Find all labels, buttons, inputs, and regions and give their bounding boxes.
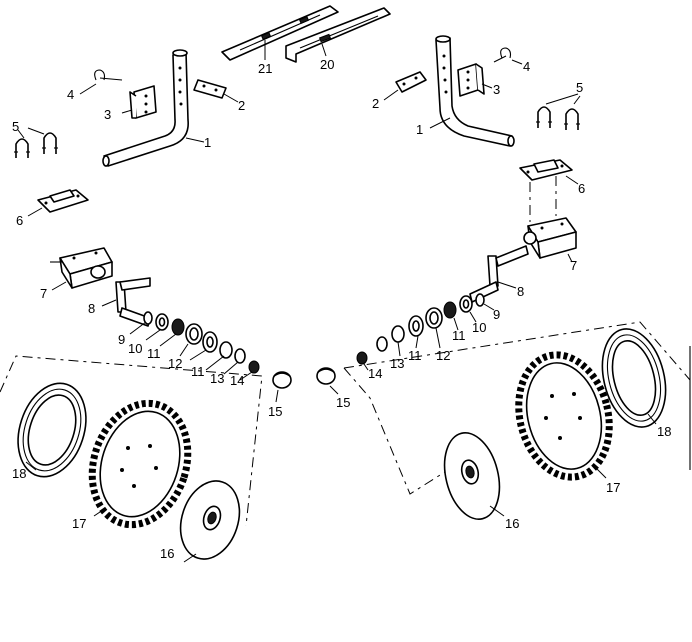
left-callout-2: 2 [238, 98, 245, 113]
right-callout-15: 15 [336, 395, 350, 410]
right-callout-13: 13 [390, 356, 404, 371]
bar-21 [221, 5, 339, 61]
right-callout-3: 3 [493, 82, 500, 97]
right-clamp-6 [519, 159, 579, 222]
left-callout-9: 9 [118, 332, 125, 347]
left-wheel-17 [88, 399, 192, 529]
left-assembly-line [0, 355, 263, 527]
left-disc-16 [179, 480, 241, 563]
right-callout-7: 7 [570, 258, 577, 273]
left-callout-1: 1 [204, 135, 211, 150]
left-clamp-6 [27, 189, 89, 217]
bar-20 [285, 7, 391, 63]
left-callout-6: 6 [16, 213, 23, 228]
right-plate-2 [383, 71, 427, 101]
right-disc-16 [443, 432, 505, 520]
right-assembly-line-b [343, 367, 449, 495]
right-ubolts-5 [536, 93, 581, 130]
left-callout-14: 14 [230, 373, 244, 388]
right-callout-12: 12 [436, 348, 450, 363]
left-callout-16: 16 [160, 546, 174, 561]
right-callout-6: 6 [578, 181, 585, 196]
right-pin-4 [493, 47, 523, 65]
right-callout-17: 17 [606, 480, 620, 495]
left-callout-5: 5 [12, 119, 19, 134]
left-callout-4: 4 [67, 87, 74, 102]
left-hubcap-15 [272, 371, 292, 403]
right-callout-9: 9 [493, 307, 500, 322]
right-callout-10: 10 [472, 320, 486, 335]
right-bracket-3 [457, 63, 493, 97]
left-tube-1 [102, 49, 205, 167]
right-callout-11a: 11 [452, 328, 466, 343]
callout-21: 21 [258, 61, 272, 76]
right-callout-1: 1 [416, 122, 423, 137]
right-hubcap-15 [316, 367, 339, 395]
left-ubolts-5 [14, 127, 58, 158]
left-callout-18: 18 [12, 466, 26, 481]
left-callout-13: 13 [210, 371, 224, 386]
right-callout-11b: 11 [408, 348, 422, 363]
left-mount-7 [50, 247, 113, 291]
right-callout-5: 5 [576, 80, 583, 95]
right-bearings [356, 293, 495, 371]
right-callout-2: 2 [372, 96, 379, 111]
right-mount-7 [523, 217, 577, 263]
right-callout-16: 16 [505, 516, 519, 531]
callout-20: 20 [320, 57, 334, 72]
right-callout-18: 18 [657, 424, 671, 439]
left-plate-2 [193, 79, 239, 103]
left-pin-4 [79, 69, 123, 95]
left-callout-17: 17 [72, 516, 86, 531]
left-bearings [129, 311, 260, 381]
left-ring-18 [17, 382, 87, 478]
right-tube-1 [429, 35, 515, 147]
left-callout-11b: 11 [191, 364, 205, 379]
left-callout-7: 7 [40, 286, 47, 301]
right-assembly-line-a [343, 321, 691, 381]
left-callout-12: 12 [168, 356, 182, 371]
right-wheel-17 [515, 351, 613, 481]
right-callout-8: 8 [517, 284, 524, 299]
right-callout-4: 4 [523, 59, 530, 74]
right-ring-18 [601, 328, 667, 428]
left-callout-15: 15 [268, 404, 282, 419]
left-callout-8: 8 [88, 301, 95, 316]
left-bracket-3 [121, 85, 157, 119]
left-spindle-8 [101, 277, 151, 327]
left-callout-11a: 11 [147, 346, 161, 361]
left-callout-10: 10 [128, 341, 142, 356]
right-callout-14: 14 [368, 366, 382, 381]
left-callout-3: 3 [104, 107, 111, 122]
